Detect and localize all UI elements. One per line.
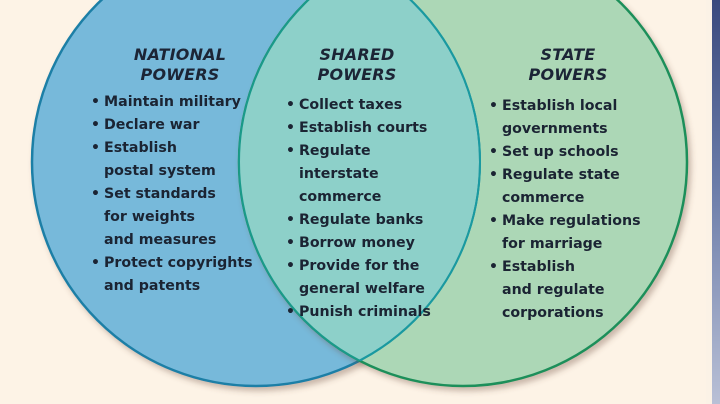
list-item: •Regulate state commerce — [488, 164, 648, 210]
bullet-icon: • — [489, 144, 498, 160]
national-heading-line2: POWERS — [140, 65, 220, 84]
bullet-icon: • — [286, 97, 295, 113]
bullet-icon: • — [286, 258, 295, 274]
list-item: •Set standards for weights and measures — [90, 183, 270, 252]
shared-list: •Collect taxes •Establish courts •Regula… — [285, 94, 435, 324]
state-heading: STATE POWERS — [488, 45, 648, 85]
list-item: •Punish criminals — [285, 301, 435, 324]
list-item: •Provide for the general welfare — [285, 255, 435, 301]
bullet-icon: • — [489, 98, 498, 114]
edge-gap — [706, 0, 712, 404]
bullet-icon: • — [91, 255, 100, 271]
bullet-icon: • — [91, 94, 100, 110]
list-item: •Maintain military — [90, 91, 270, 114]
bullet-icon: • — [489, 167, 498, 183]
list-item: •Regulate banks — [285, 209, 435, 232]
national-heading: NATIONAL POWERS — [90, 45, 270, 85]
national-heading-line1: NATIONAL — [133, 45, 227, 64]
shared-powers-section: SHARED POWERS •Collect taxes •Establish … — [285, 45, 435, 324]
list-item: •Collect taxes — [285, 94, 435, 117]
national-powers-section: NATIONAL POWERS •Maintain military •Decl… — [90, 45, 270, 298]
state-list: •Establish local governments •Set up sch… — [488, 95, 648, 325]
bullet-icon: • — [286, 304, 295, 320]
list-item: •Set up schools — [488, 141, 648, 164]
bullet-icon: • — [286, 212, 295, 228]
state-heading-line2: POWERS — [528, 65, 608, 84]
shared-heading: SHARED POWERS — [277, 45, 437, 85]
list-item: •Establish courts — [285, 117, 435, 140]
state-heading-line1: STATE — [540, 45, 596, 64]
bullet-icon: • — [286, 143, 295, 159]
list-item: •Borrow money — [285, 232, 435, 255]
list-item: •Establish postal system — [90, 137, 270, 183]
list-item: •Declare war — [90, 114, 270, 137]
edge-bar — [712, 0, 720, 404]
state-powers-section: STATE POWERS •Establish local government… — [488, 45, 648, 325]
shared-heading-line2: POWERS — [317, 65, 397, 84]
bullet-icon: • — [91, 117, 100, 133]
list-item: •Establish and regulate corporations — [488, 256, 648, 325]
shared-overlap — [239, 0, 480, 386]
bullet-icon: • — [91, 140, 100, 156]
bullet-icon: • — [91, 186, 100, 202]
national-list: •Maintain military •Declare war •Establi… — [90, 91, 270, 298]
list-item: •Make regulations for marriage — [488, 210, 648, 256]
list-item: •Establish local governments — [488, 95, 648, 141]
bullet-icon: • — [489, 259, 498, 275]
list-item: •Protect copyrights and patents — [90, 252, 270, 298]
bullet-icon: • — [286, 235, 295, 251]
bullet-icon: • — [489, 213, 498, 229]
bullet-icon: • — [286, 120, 295, 136]
list-item: •Regulate interstate commerce — [285, 140, 435, 209]
shared-heading-line1: SHARED — [319, 45, 395, 64]
